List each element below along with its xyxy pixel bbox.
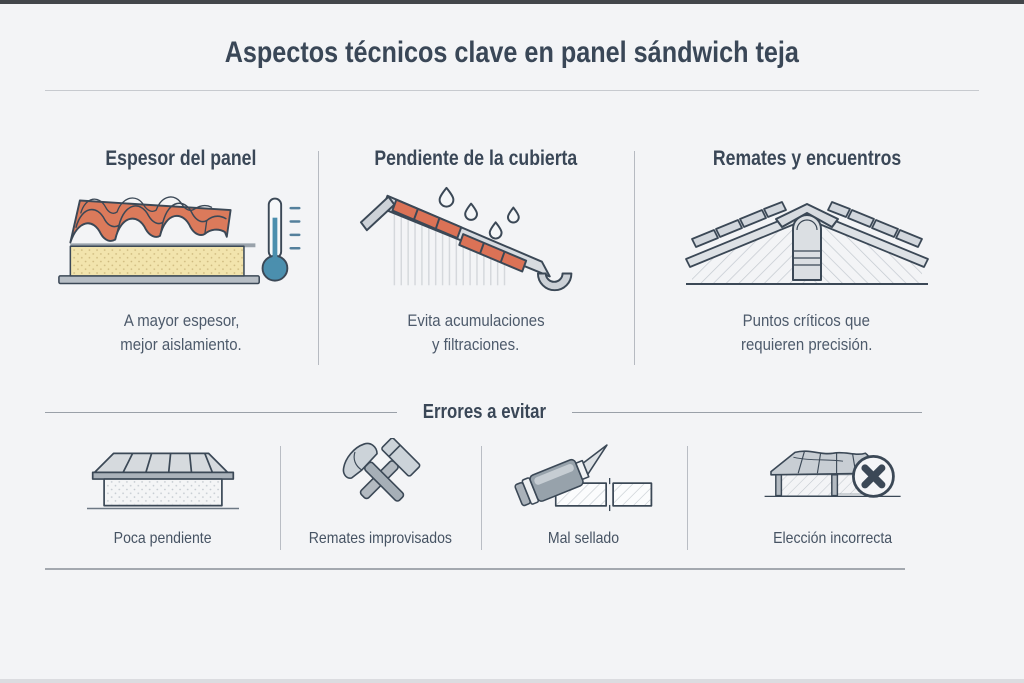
error-label: Mal sellado: [548, 530, 620, 548]
error-item-remates-improvisados: Remates improvisados: [280, 438, 481, 548]
column-divider: [317, 151, 319, 366]
aspect-heading: Espesor del panel: [105, 147, 257, 170]
aspect-caption: Puntos críticos que requieren precisión.: [740, 311, 873, 355]
crossed-hammers-illustration: [342, 438, 421, 503]
error-label: Remates improvisados: [309, 530, 453, 548]
column-divider: [686, 446, 688, 551]
aspect-column-espesor: Espesor del panel: [45, 147, 318, 357]
error-label: Poca pendiente: [113, 530, 212, 548]
aspect-heading: Pendiente de la cubierta: [374, 147, 578, 170]
errors-heading-row: Errores a evitar: [45, 401, 979, 424]
column-divider: [481, 446, 483, 551]
column-divider: [634, 151, 636, 366]
aspect-heading: Remates y encuentros: [712, 147, 901, 170]
page-title-text: Aspectos técnicos clave en panel sándwic…: [224, 36, 800, 69]
sealant-tube-illustration: [514, 444, 653, 512]
ridge-junction-illustration: [684, 201, 929, 285]
x-mark-icon: [851, 455, 895, 499]
heading-rule-right: [571, 412, 922, 414]
thermometer-icon: [261, 197, 301, 282]
aspect-column-pendiente: Pendiente de la cubierta: [318, 147, 635, 357]
error-item-eleccion-incorrecta: Elección incorrecta: [687, 438, 979, 548]
bottom-divider: [45, 568, 905, 571]
aspect-caption: Evita acumulaciones y filtraciones.: [407, 311, 545, 355]
column-divider: [280, 446, 282, 551]
aspect-column-remates: Remates y encuentros: [634, 147, 979, 357]
errors-section: Poca pendiente: [45, 438, 979, 551]
low-slope-roof-illustration: [86, 452, 239, 510]
heading-rule-left: [45, 412, 397, 414]
errors-heading: Errores a evitar: [422, 401, 547, 424]
title-divider: [45, 90, 979, 91]
infographic: Aspectos técnicos clave en panel sándwic…: [0, 36, 1024, 571]
error-item-poca-pendiente: Poca pendiente: [45, 438, 280, 548]
top-border-strip: [0, 0, 1024, 4]
page-title: Aspectos técnicos clave en panel sándwic…: [45, 36, 979, 70]
bottom-border-strip: [0, 679, 1024, 683]
sloped-roof-gutter-illustration: [359, 186, 573, 292]
tile-panel-thermometer-illustration: [58, 196, 301, 285]
error-item-mal-sellado: Mal sellado: [481, 438, 686, 548]
water-drop-icon: [438, 186, 520, 240]
wrong-choice-roof-illustration: [764, 450, 901, 499]
aspect-caption: A mayor espesor, mejor aislamiento.: [120, 311, 243, 355]
aspects-section: Espesor del panel: [45, 147, 979, 366]
error-label: Elección incorrecta: [773, 530, 893, 548]
